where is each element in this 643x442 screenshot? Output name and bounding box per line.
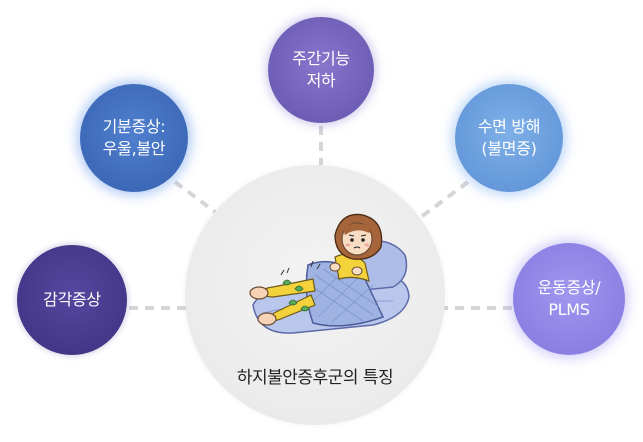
node-sensory-symptoms-label: 감각증상 [43,290,101,309]
node-mood-symptoms: 기분증상: 우울,불안 [80,84,188,192]
node-mood-symptoms-label: 기분증상: 우울,불안 [102,117,166,158]
person-in-bed-illustration [249,213,410,334]
node-sensory-symptoms: 감각증상 [17,245,127,355]
node-sleep-disturbance: 수면 방해 (불면증) [455,84,563,192]
node-sleep-disturbance-label: 수면 방해 (불면증) [477,117,541,158]
node-daytime-dysfunction-label: 주간기능 저하 [292,49,350,90]
node-motor-symptoms-label: 운동증상/ PLMS [537,278,601,319]
node-motor-symptoms: 운동증상/ PLMS [513,243,625,355]
center-title: 하지불안증후군의 특징 [236,368,394,388]
center-circle: 하지불안증후군의 특징 [185,165,445,425]
node-daytime-dysfunction: 주간기능 저하 [268,17,374,123]
connector-sleep [419,180,470,219]
